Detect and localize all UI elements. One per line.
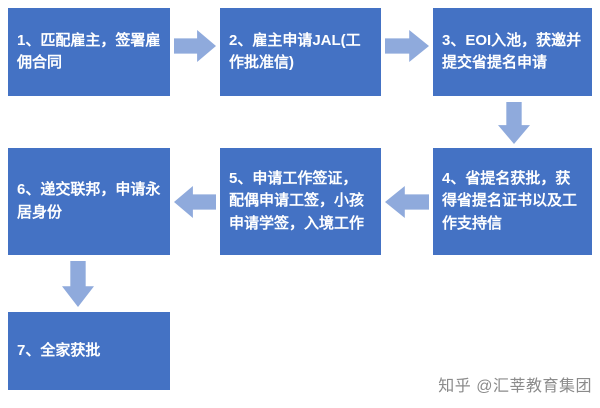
step-label-1: 1、匹配雇主，签署雇佣合同	[17, 31, 161, 72]
step-box-5: 5、申请工作签证，配偶申请工签，小孩申请学签，入境工作	[220, 148, 381, 255]
arrow-left-icon	[385, 186, 429, 218]
arrow-right-icon	[385, 30, 429, 62]
arrow-down-icon	[498, 102, 530, 144]
step-label-5: 5、申请工作签证，配偶申请工签，小孩申请学签，入境工作	[229, 169, 365, 232]
step-box-7: 7、全家获批	[8, 312, 170, 390]
step-label-2: 2、雇主申请JAL(工作批准信)	[229, 31, 361, 72]
watermark: 知乎 @汇莘教育集团	[438, 378, 592, 395]
step-box-3: 3、EOI入池，获邀并提交省提名申请	[433, 8, 592, 96]
step-label-3: 3、EOI入池，获邀并提交省提名申请	[442, 31, 582, 72]
step-label-6: 6、递交联邦，申请永居身份	[17, 181, 161, 221]
step-box-4: 4、省提名获批，获得省提名证书以及工作支持信	[433, 148, 592, 255]
arrow-down-icon	[62, 261, 94, 307]
step-label-4: 4、省提名获批，获得省提名证书以及工作支持信	[442, 169, 578, 232]
step-box-6: 6、递交联邦，申请永居身份	[8, 148, 170, 255]
arrow-left-icon	[174, 186, 216, 218]
step-label-7: 7、全家获批	[17, 341, 101, 359]
step-box-2: 2、雇主申请JAL(工作批准信)	[220, 8, 381, 96]
step-box-1: 1、匹配雇主，签署雇佣合同	[8, 8, 170, 96]
arrow-right-icon	[174, 30, 216, 62]
